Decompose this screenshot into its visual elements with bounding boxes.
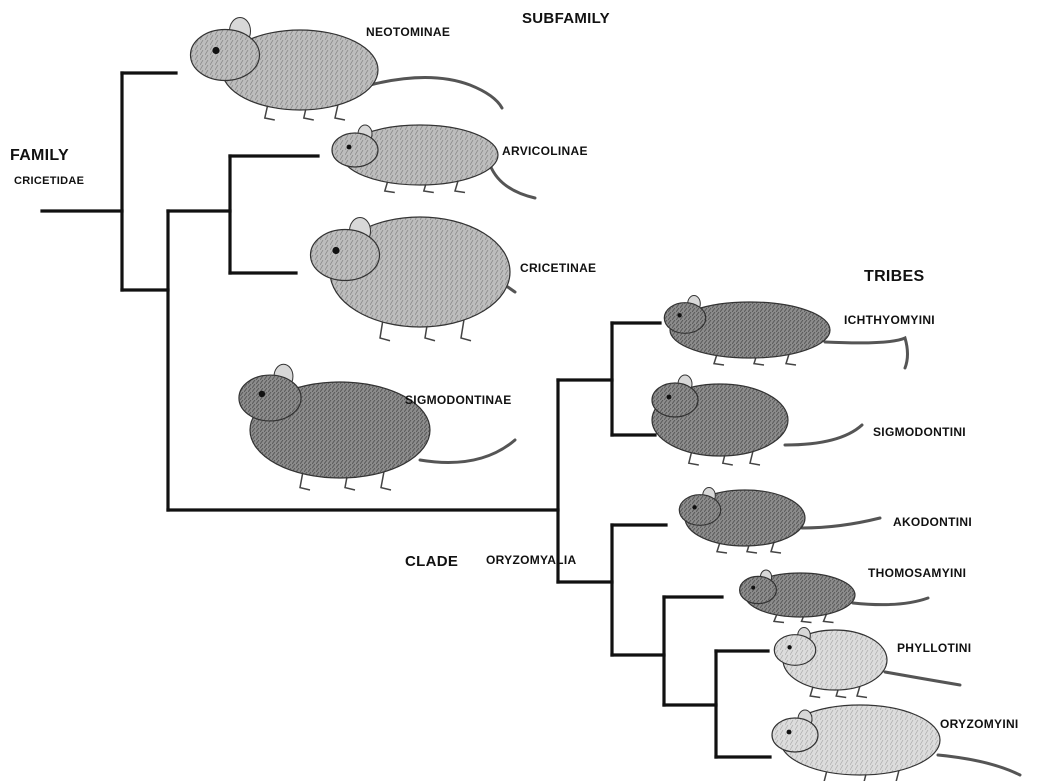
tribe-label-ichthyomyini: ICHTHYOMYINI bbox=[844, 313, 935, 327]
head bbox=[332, 133, 378, 167]
eye bbox=[347, 145, 352, 150]
eye bbox=[677, 313, 681, 317]
eye bbox=[212, 47, 219, 54]
subfamily-label-cricetinae: CRICETINAE bbox=[520, 261, 596, 275]
tribe-label-oryzomyini: ORYZOMYINI bbox=[940, 717, 1019, 731]
eye bbox=[667, 395, 672, 400]
eye bbox=[259, 391, 265, 397]
tail bbox=[825, 338, 908, 368]
subfamily-label-neotominae: NEOTOMINAE bbox=[366, 25, 450, 39]
tail bbox=[938, 755, 1020, 775]
eye bbox=[751, 586, 755, 590]
eye bbox=[787, 730, 792, 735]
subfamily-label-arvicolinae: ARVICOLINAE bbox=[502, 144, 588, 158]
tribe-label-thomosamyini: THOMOSAMYINI bbox=[868, 566, 966, 580]
head bbox=[311, 230, 380, 281]
tribe-label-sigmodontini: SIGMODONTINI bbox=[873, 425, 966, 439]
tail bbox=[420, 440, 515, 463]
sigmodontinae-illustration bbox=[239, 364, 515, 490]
tail bbox=[370, 78, 502, 109]
tribe-label-akodontini: AKODONTINI bbox=[893, 515, 972, 529]
family-heading: FAMILY bbox=[10, 147, 69, 165]
eye bbox=[332, 247, 339, 254]
head bbox=[652, 383, 698, 417]
cricetinae-illustration bbox=[311, 217, 516, 341]
eye bbox=[787, 645, 791, 649]
sigmodontini-illustration bbox=[652, 375, 862, 465]
subfamily-label-sigmodontinae: SIGMODONTINAE bbox=[405, 393, 512, 407]
ichthyomyini-illustration bbox=[664, 296, 907, 369]
head bbox=[239, 375, 301, 421]
clade-name: ORYZOMYALIA bbox=[486, 553, 576, 567]
arvicolinae-illustration bbox=[332, 125, 535, 198]
head bbox=[740, 576, 777, 603]
tail bbox=[885, 672, 960, 685]
tribes-heading: TRIBES bbox=[864, 268, 924, 286]
head bbox=[191, 30, 260, 81]
phyllotini-illustration bbox=[774, 628, 960, 698]
head bbox=[772, 718, 818, 752]
clade-heading: CLADE bbox=[405, 553, 458, 570]
akodontini-illustration bbox=[679, 488, 880, 554]
tribe-label-phyllotini: PHYLLOTINI bbox=[897, 641, 971, 655]
head bbox=[664, 303, 705, 334]
tail bbox=[802, 518, 880, 528]
tail bbox=[853, 598, 928, 605]
eye bbox=[692, 505, 696, 509]
head bbox=[679, 495, 720, 526]
head bbox=[774, 635, 815, 666]
tail bbox=[490, 165, 535, 198]
subfamily-heading: SUBFAMILY bbox=[522, 10, 610, 27]
tail bbox=[785, 425, 862, 445]
family-name: CRICETIDAE bbox=[14, 175, 84, 187]
neotominae-illustration bbox=[191, 18, 503, 121]
